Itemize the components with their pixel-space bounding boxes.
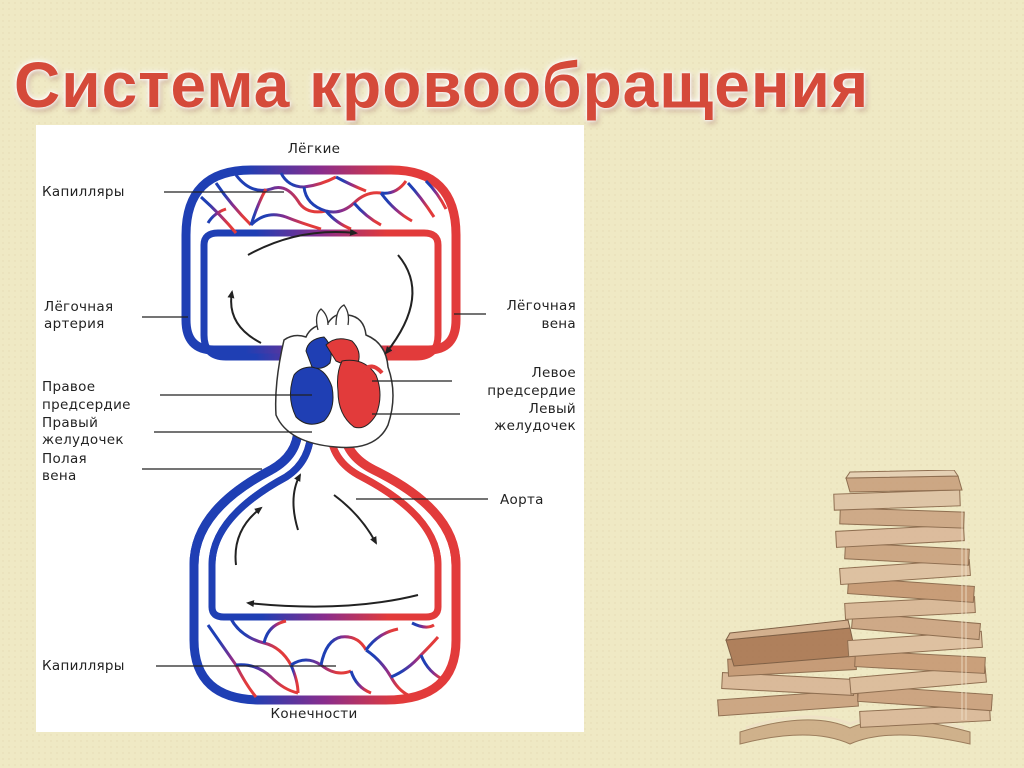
flow-arrow-lungs-top: [247, 228, 358, 256]
label-leader-lines: [142, 191, 488, 667]
flow-arrow-lungs-right: [384, 254, 414, 355]
heart-illustration: [274, 304, 394, 449]
flow-arrows: [227, 228, 419, 608]
flow-arrow-systemic-up: [292, 473, 301, 531]
label-pulmonary-vein-2: вена: [541, 316, 576, 332]
label-left-ventricle: Левый: [529, 401, 576, 417]
lung-capillary-network: [199, 172, 448, 234]
label-vena-cava: Полая: [42, 451, 87, 467]
label-pulmonary-artery: Лёгочная: [44, 299, 113, 315]
label-capillaries-top: Капилляры: [42, 184, 125, 200]
circulation-diagram: Лёгкие Капилляры Лёгочная артерия Правое…: [36, 125, 584, 732]
diagram-labels: Лёгкие Капилляры Лёгочная артерия Правое…: [42, 141, 576, 722]
slide-title: Система кровообращения: [14, 49, 870, 121]
label-lungs: Лёгкие: [288, 141, 341, 157]
flow-arrow-systemic-left: [234, 506, 263, 566]
label-right-atrium: Правое: [42, 379, 95, 395]
label-right-ventricle: Правый: [42, 415, 98, 431]
flow-arrow-lungs-left: [227, 290, 262, 344]
label-pulmonary-artery-2: артерия: [44, 316, 105, 332]
label-pulmonary-vein: Лёгочная: [507, 298, 576, 314]
label-left-ventricle-2: желудочек: [494, 418, 576, 434]
label-left-atrium-2: предсердие: [487, 383, 576, 399]
label-capillaries-bottom: Капилляры: [42, 658, 125, 674]
label-right-atrium-2: предсердие: [42, 397, 131, 413]
label-right-ventricle-2: желудочек: [42, 432, 124, 448]
limb-capillary-network: [206, 618, 447, 698]
label-limbs: Конечности: [270, 706, 357, 722]
book-stack-icon: [700, 469, 1000, 765]
label-left-atrium: Левое: [532, 365, 576, 381]
flow-arrow-systemic-right: [333, 494, 377, 545]
label-vena-cava-2: вена: [42, 468, 77, 484]
flow-arrow-systemic-bottom: [246, 594, 419, 608]
label-aorta: Аорта: [500, 492, 544, 508]
